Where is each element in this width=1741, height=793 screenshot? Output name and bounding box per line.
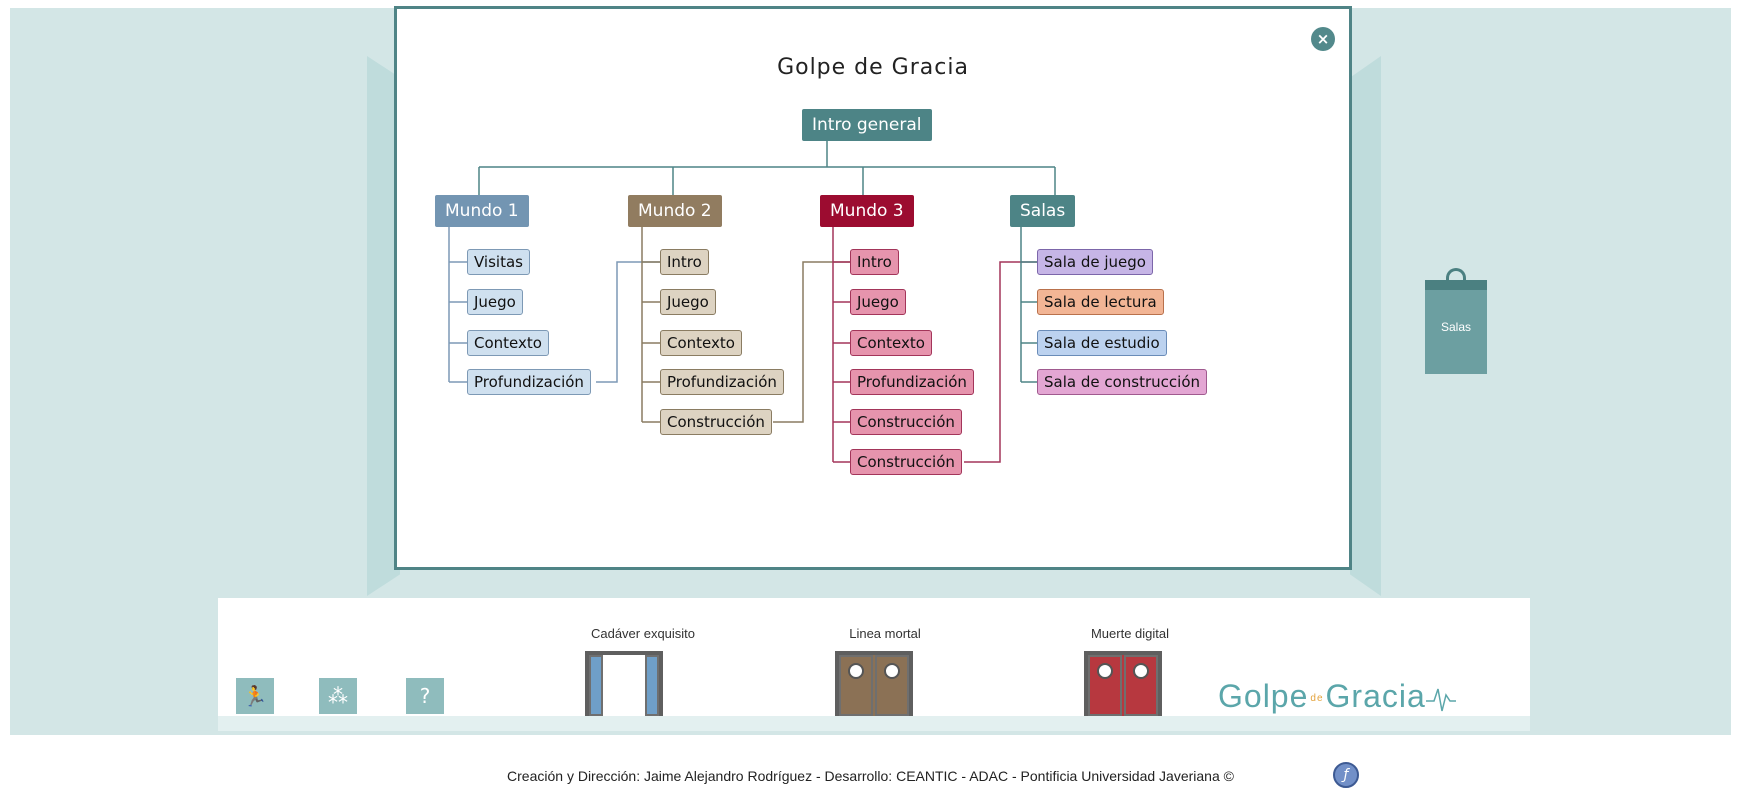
mundo1-item-profundizacion[interactable]: Profundización <box>467 369 591 395</box>
salas-item-sala-de-construccion[interactable]: Sala de construcción <box>1037 369 1208 395</box>
door-label-cadaver-exquisito: Cadáver exquisito <box>590 626 696 641</box>
close-icon[interactable]: × <box>1311 27 1335 51</box>
mundo3-item-juego[interactable]: Juego <box>850 289 906 315</box>
flash-player-icon[interactable]: ƒ <box>1333 762 1359 788</box>
node-salas[interactable]: Salas <box>1010 195 1076 227</box>
exit-icon[interactable]: 🏃 <box>236 678 274 714</box>
footer-credits: Creación y Dirección: Jaime Alejandro Ro… <box>507 768 1234 784</box>
mundo3-item-construccion[interactable]: Construcción <box>850 409 962 435</box>
door-muerte-digital[interactable] <box>1084 651 1162 716</box>
door-label-linea-mortal: Linea mortal <box>849 626 921 641</box>
mundo3-item-profundizacion[interactable]: Profundización <box>850 369 974 395</box>
mundo2-item-profundizacion[interactable]: Profundización <box>660 369 784 395</box>
stage-wing-right <box>1350 56 1381 596</box>
mundo3-item-construccion-2[interactable]: Construcción <box>850 449 962 475</box>
modal-title: Golpe de Gracia <box>777 55 969 80</box>
salas-item-sala-de-lectura[interactable]: Sala de lectura <box>1037 289 1164 315</box>
door-linea-mortal[interactable] <box>835 651 913 716</box>
mundo2-item-construccion[interactable]: Construcción <box>660 409 772 435</box>
mundo3-item-intro[interactable]: Intro <box>850 249 899 275</box>
node-mundo-2[interactable]: Mundo 2 <box>628 195 722 227</box>
mundo1-item-visitas[interactable]: Visitas <box>467 249 530 275</box>
salas-clipboard-button[interactable]: Salas <box>1425 268 1487 374</box>
mundo2-item-juego[interactable]: Juego <box>660 289 716 315</box>
clipboard-ring-icon <box>1446 268 1466 282</box>
door-cadaver-exquisito[interactable] <box>585 651 663 716</box>
tree-connectors <box>448 139 1056 463</box>
mundo2-item-intro[interactable]: Intro <box>660 249 709 275</box>
mundo3-item-contexto[interactable]: Contexto <box>850 330 932 356</box>
mundo2-item-contexto[interactable]: Contexto <box>660 330 742 356</box>
sitemap-modal: Golpe de Gracia × <box>394 6 1352 570</box>
mundo1-item-contexto[interactable]: Contexto <box>467 330 549 356</box>
node-mundo-3[interactable]: Mundo 3 <box>820 195 914 227</box>
node-intro-general[interactable]: Intro general <box>802 109 932 141</box>
salas-item-sala-de-estudio[interactable]: Sala de estudio <box>1037 330 1167 356</box>
node-mundo-1[interactable]: Mundo 1 <box>435 195 529 227</box>
heartbeat-icon <box>1425 688 1456 712</box>
clipboard-label: Salas <box>1440 320 1472 334</box>
map-icon[interactable]: ⁂ <box>319 678 357 714</box>
help-icon[interactable]: ? <box>406 678 444 714</box>
door-label-muerte-digital: Muerte digital <box>1090 626 1170 641</box>
bottom-navigation-bar: 🏃 ⁂ ? Cadáver exquisito Linea mortal Mue… <box>218 598 1530 731</box>
mundo1-item-juego[interactable]: Juego <box>467 289 523 315</box>
salas-item-sala-de-juego[interactable]: Sala de juego <box>1037 249 1153 275</box>
